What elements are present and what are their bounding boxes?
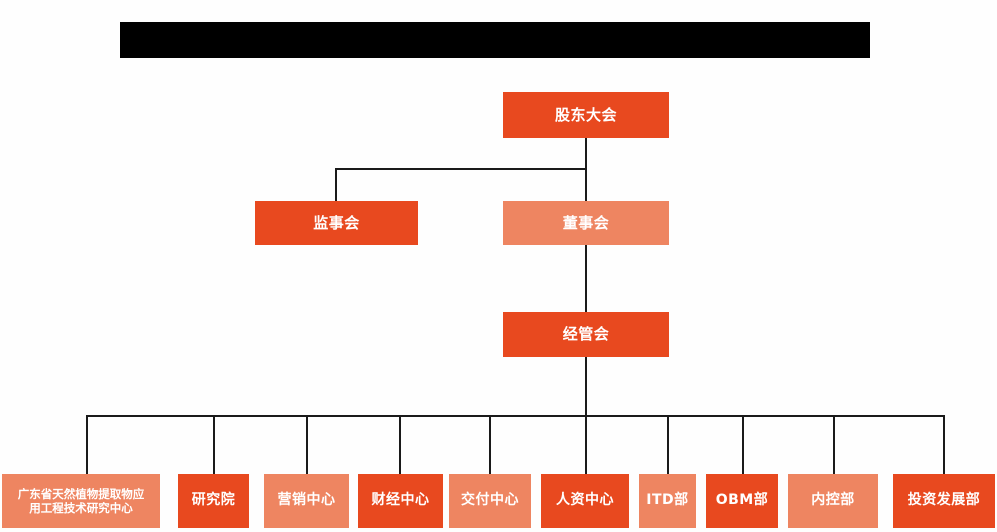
connector-dept-drop-8 bbox=[742, 415, 744, 474]
node-label: 监事会 bbox=[313, 213, 360, 232]
node-label: 人资中心 bbox=[556, 492, 614, 509]
node-label: 董事会 bbox=[562, 213, 610, 232]
connector-dept-drop-1 bbox=[86, 415, 88, 474]
connector-level2-bus bbox=[335, 168, 587, 170]
connector-dept-drop-6 bbox=[585, 415, 587, 474]
connector-management-down bbox=[585, 357, 587, 417]
connector-dept-drop-3 bbox=[306, 415, 308, 474]
connector-directors-down bbox=[585, 168, 587, 201]
node-label: 研究院 bbox=[191, 492, 236, 509]
connector-dept-drop-4 bbox=[399, 415, 401, 474]
node-dept-finance-center[interactable]: 财经中心 bbox=[358, 474, 443, 528]
redacted-title-bar bbox=[120, 22, 870, 58]
node-label: 交付中心 bbox=[461, 492, 519, 509]
node-label: 内控部 bbox=[811, 492, 855, 509]
connector-dept-drop-2 bbox=[213, 415, 215, 474]
connector-dept-drop-9 bbox=[833, 415, 835, 474]
node-dept-delivery-center[interactable]: 交付中心 bbox=[449, 474, 531, 528]
node-label: 股东大会 bbox=[554, 105, 617, 124]
node-label: 经管会 bbox=[562, 325, 610, 344]
node-dept-obm[interactable]: OBM部 bbox=[706, 474, 778, 528]
node-label-line1: 广东省天然植物提取物应 bbox=[17, 486, 145, 501]
node-board-of-supervisors[interactable]: 监事会 bbox=[255, 201, 418, 245]
connector-directors-to-management bbox=[585, 241, 587, 312]
node-label: 财经中心 bbox=[371, 492, 430, 509]
node-board-of-directors[interactable]: 董事会 bbox=[503, 201, 669, 245]
node-label: OBM部 bbox=[715, 492, 769, 509]
node-label-line2: 用工程技术研究中心 bbox=[29, 501, 133, 515]
node-label: ITD部 bbox=[646, 492, 689, 509]
node-dept-internal-control[interactable]: 内控部 bbox=[788, 474, 878, 528]
node-dept-hr-center[interactable]: 人资中心 bbox=[541, 474, 629, 528]
node-shareholders-meeting[interactable]: 股东大会 bbox=[503, 92, 669, 138]
connector-department-bus bbox=[86, 415, 944, 417]
node-dept-itd[interactable]: ITD部 bbox=[639, 474, 696, 528]
node-label: 投资发展部 bbox=[907, 492, 981, 509]
node-label: 营销中心 bbox=[277, 492, 336, 509]
node-dept-investment-development[interactable]: 投资发展部 bbox=[893, 474, 995, 528]
node-dept-research-institute[interactable]: 研究院 bbox=[178, 474, 249, 528]
node-dept-marketing-center[interactable]: 营销中心 bbox=[264, 474, 349, 528]
node-dept-research-center[interactable]: 广东省天然植物提取物应 用工程技术研究中心 bbox=[2, 474, 160, 528]
connector-dept-drop-7 bbox=[667, 415, 669, 474]
connector-dept-drop-5 bbox=[489, 415, 491, 474]
connector-dept-drop-10 bbox=[943, 415, 945, 474]
connector-supervisors-down bbox=[335, 168, 337, 201]
node-management-committee[interactable]: 经管会 bbox=[503, 312, 669, 357]
connector-shareholders-down bbox=[585, 138, 587, 169]
